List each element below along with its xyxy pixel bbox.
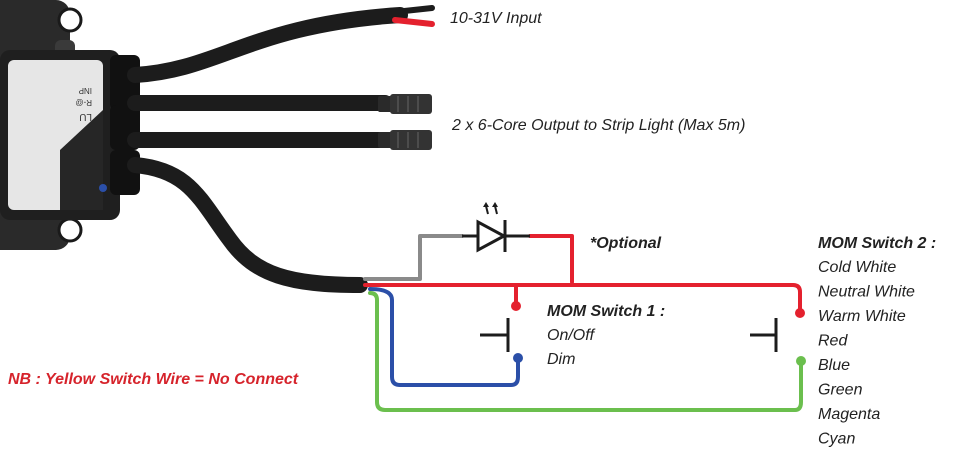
switch-cable xyxy=(127,157,368,293)
red-led-wire xyxy=(528,234,574,284)
switch-2-function-8: Cyan xyxy=(818,431,855,448)
input-cable xyxy=(127,5,435,83)
optional-label: *Optional xyxy=(590,235,662,252)
status-led-icon xyxy=(99,184,107,192)
grey-wire xyxy=(363,234,464,281)
controller-text-1: INP xyxy=(79,86,92,95)
controller-text-3: LU xyxy=(79,111,92,122)
switch-1-icon xyxy=(480,301,523,363)
switch-2-title: MOM Switch 2 : xyxy=(818,235,936,252)
note-label: NB : Yellow Switch Wire = No Connect xyxy=(8,371,299,388)
switch-2-function-1: Cold White xyxy=(818,259,896,276)
led-icon xyxy=(462,202,530,253)
switch-2-function-3: Warm White xyxy=(818,308,906,325)
switch-2-function-5: Blue xyxy=(818,357,850,374)
switch-1-function-1: On/Off xyxy=(547,327,596,344)
output-cables xyxy=(127,94,432,150)
switch-wires xyxy=(363,234,803,412)
switch-1-function-2: Dim xyxy=(547,351,575,368)
switch-2-icon xyxy=(750,308,806,366)
input-label: 10-31V Input xyxy=(450,10,542,27)
switch-2-function-2: Neutral White xyxy=(818,284,915,301)
switch-1-title: MOM Switch 1 : xyxy=(547,303,665,320)
green-wire xyxy=(368,291,803,412)
switch-2-function-7: Magenta xyxy=(818,406,880,423)
controller-text-2: R-@ xyxy=(75,98,92,107)
blue-wire xyxy=(368,287,520,387)
output-connector-1 xyxy=(378,94,432,114)
controller-unit: INP R-@ LU xyxy=(0,0,140,250)
output-connector-2 xyxy=(378,130,432,150)
output-label: 2 x 6-Core Output to Strip Light (Max 5m… xyxy=(451,117,745,134)
red-wire xyxy=(363,283,802,314)
switch-2-function-6: Green xyxy=(818,382,863,399)
switch-2-function-4: Red xyxy=(818,333,848,350)
